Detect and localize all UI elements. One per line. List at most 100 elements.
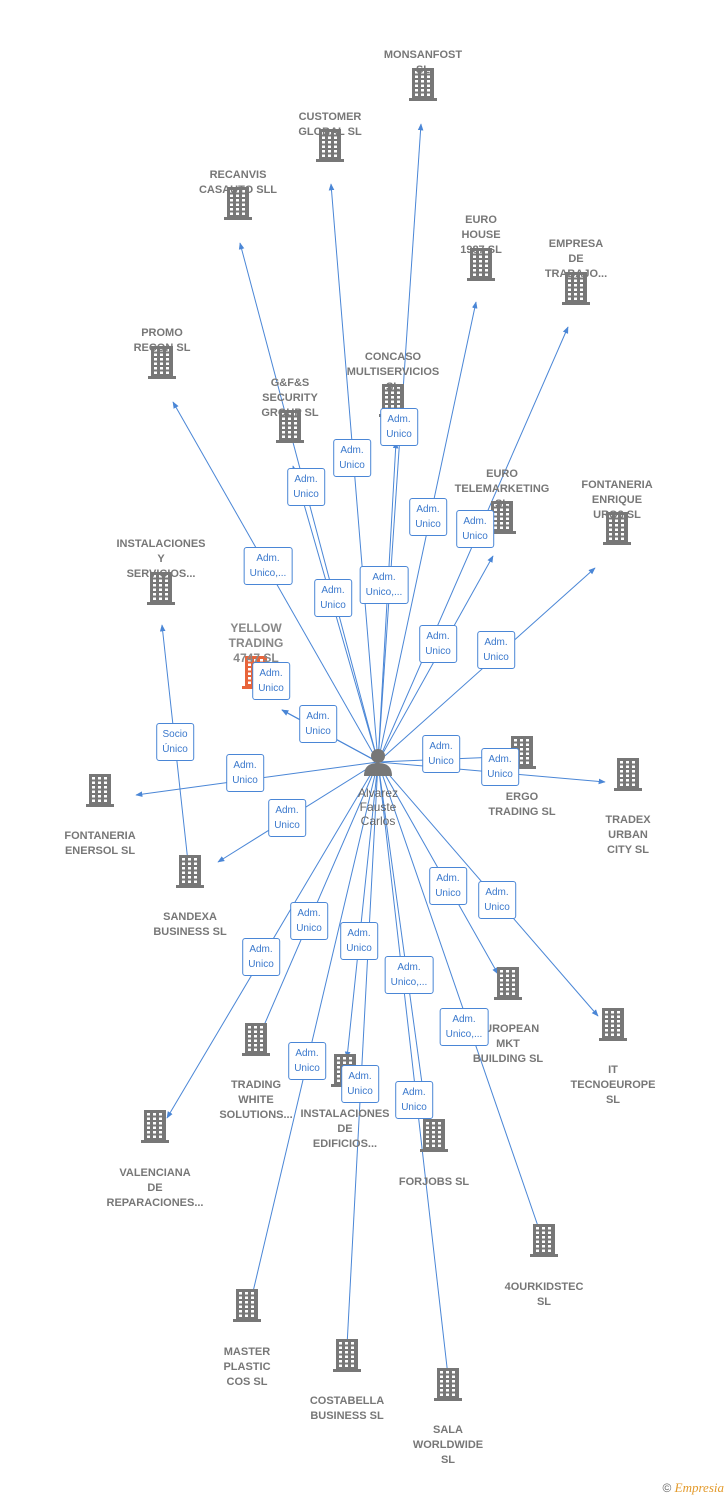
company-node-ergo[interactable]: ERGO TRADING SL	[488, 790, 555, 820]
building-icon[interactable]	[140, 1109, 170, 1148]
company-label[interactable]: IT TECNOEUROPE SL	[570, 1064, 656, 1106]
company-node-master[interactable]: MASTER PLASTIC COS SL	[223, 1345, 270, 1390]
edge-role-label[interactable]: Adm. Unico	[395, 1081, 433, 1119]
edge-role-label[interactable]: Adm. Unico	[288, 1042, 326, 1080]
building-icon[interactable]	[332, 1338, 362, 1377]
building-icon[interactable]	[232, 1288, 262, 1327]
edge-role-label[interactable]: Adm. Unico	[340, 922, 378, 960]
company-label[interactable]: TRADEX URBAN CITY SL	[605, 814, 651, 856]
edge-role-label[interactable]: Adm. Unico	[380, 408, 418, 446]
person-icon[interactable]	[363, 747, 393, 782]
company-node-sala[interactable]: SALA WORLDWIDE SL	[413, 1423, 483, 1468]
company-node-customer[interactable]: CUSTOMER GLOBAL SL	[298, 110, 361, 140]
building-icon[interactable]	[561, 271, 591, 310]
edge-role-label[interactable]: Adm. Unico	[478, 881, 516, 919]
company-node-fontenrique[interactable]: FONTANERIA ENRIQUE URO3 SL	[581, 478, 652, 523]
company-node-tradingwhite[interactable]: TRADING WHITE SOLUTIONS...	[219, 1078, 292, 1123]
building-icon[interactable]	[408, 67, 438, 106]
company-node-concaso[interactable]: CONCASO MULTISERVICIOS SL	[347, 350, 440, 395]
company-node-gfs[interactable]: G&F&S SECURITY GROUP SL	[261, 376, 318, 421]
edge-role-label[interactable]: Adm. Unico	[314, 579, 352, 617]
building-icon[interactable]	[147, 345, 177, 384]
building-icon[interactable]	[223, 186, 253, 225]
building-icon[interactable]	[315, 128, 345, 167]
building-icon[interactable]	[146, 571, 176, 610]
building-icon[interactable]	[241, 1022, 271, 1061]
edge-role-label[interactable]: Socio Único	[156, 723, 194, 761]
edge-role-label[interactable]: Adm. Unico	[287, 468, 325, 506]
building-icon[interactable]	[85, 773, 115, 812]
company-label[interactable]: ERGO TRADING SL	[488, 791, 556, 818]
company-label[interactable]: EURO TELEMARKETING SL	[454, 468, 550, 510]
company-label[interactable]: MONSANFOST SL	[383, 49, 463, 76]
person-name[interactable]: Alvarez Fauste Carlos	[357, 786, 399, 828]
edge-role-label[interactable]: Adm. Unico	[268, 799, 306, 837]
edge-role-label[interactable]: Adm. Unico	[252, 662, 290, 700]
company-node-costabella[interactable]: COSTABELLA BUSINESS SL	[310, 1394, 384, 1424]
company-node-4ourkids[interactable]: 4OURKIDSTEC SL	[505, 1280, 584, 1310]
building-icon[interactable]	[529, 1223, 559, 1262]
company-label[interactable]: FONTANERIA ENERSOL SL	[64, 830, 136, 857]
company-node-yellow[interactable]: YELLOW TRADING 4747 SL	[229, 621, 284, 666]
edge-role-label[interactable]: Adm. Unico,...	[359, 566, 409, 604]
edge-role-label[interactable]: Adm. Unico,...	[384, 956, 434, 994]
company-node-instalaciones[interactable]: INSTALACIONES Y SERVICIOS...	[116, 537, 205, 582]
company-label[interactable]: CUSTOMER GLOBAL SL	[298, 111, 362, 138]
edge-role-label[interactable]: Adm. Unico	[226, 754, 264, 792]
edge-role-label[interactable]: Adm. Unico	[422, 735, 460, 773]
company-node-promo[interactable]: PROMO RECON SL	[134, 326, 191, 356]
company-node-it[interactable]: IT TECNOEUROPE SL	[571, 1063, 656, 1108]
building-icon[interactable]	[466, 247, 496, 286]
company-label[interactable]: G&F&S SECURITY GROUP SL	[261, 377, 319, 419]
edge-role-label[interactable]: Adm. Unico	[290, 902, 328, 940]
company-label[interactable]: EURO HOUSE 1987 SL	[460, 214, 502, 256]
building-icon[interactable]	[602, 511, 632, 550]
building-icon[interactable]	[493, 966, 523, 1005]
company-node-european[interactable]: EUROPEAN MKT BUILDING SL	[473, 1022, 543, 1067]
company-label[interactable]: TRADING WHITE SOLUTIONS...	[219, 1079, 293, 1121]
edge-role-label[interactable]: Adm. Unico	[456, 510, 494, 548]
company-label[interactable]: EUROPEAN MKT BUILDING SL	[472, 1023, 544, 1065]
company-node-monsanfost[interactable]: MONSANFOST SL	[384, 48, 462, 78]
building-icon[interactable]	[175, 854, 205, 893]
company-node-eurotele[interactable]: EURO TELEMARKETING SL	[455, 467, 550, 512]
building-icon[interactable]	[598, 1007, 628, 1046]
building-icon[interactable]	[419, 1118, 449, 1157]
company-label[interactable]: COSTABELLA BUSINESS SL	[309, 1395, 385, 1422]
company-label[interactable]: FORJOBS SL	[398, 1176, 470, 1188]
empresia-logo[interactable]: Empresia	[674, 1480, 724, 1495]
edge-role-label[interactable]: Adm. Unico	[409, 498, 447, 536]
company-node-eurohouse[interactable]: EURO HOUSE 1987 SL	[460, 213, 502, 258]
company-node-empresa[interactable]: EMPRESA DE TRABAJO...	[545, 237, 607, 282]
company-node-forjobs[interactable]: FORJOBS SL	[399, 1175, 469, 1190]
company-node-valenciana[interactable]: VALENCIANA DE REPARACIONES...	[107, 1166, 204, 1211]
company-label[interactable]: INSTALACIONES Y SERVICIOS...	[116, 538, 206, 580]
company-node-sandexa[interactable]: SANDEXA BUSINESS SL	[153, 910, 226, 940]
company-label[interactable]: MASTER PLASTIC COS SL	[223, 1346, 271, 1388]
company-label[interactable]: SANDEXA BUSINESS SL	[153, 911, 227, 938]
company-label[interactable]: FONTANERIA ENRIQUE URO3 SL	[581, 479, 653, 521]
company-label[interactable]: RECANVIS CASAUTO SLL	[198, 169, 278, 196]
company-label[interactable]: PROMO RECON SL	[133, 327, 191, 354]
edge-role-label[interactable]: Adm. Unico,...	[439, 1008, 489, 1046]
company-label[interactable]: EMPRESA DE TRABAJO...	[544, 238, 608, 280]
company-label[interactable]: VALENCIANA DE REPARACIONES...	[106, 1167, 204, 1209]
building-icon[interactable]	[433, 1367, 463, 1406]
building-icon[interactable]	[613, 757, 643, 796]
edge-role-label[interactable]: Adm. Unico	[429, 867, 467, 905]
edge-role-label[interactable]: Adm. Unico	[481, 748, 519, 786]
building-icon[interactable]	[275, 409, 305, 448]
company-node-recanvis[interactable]: RECANVIS CASAUTO SLL	[199, 168, 277, 198]
company-label[interactable]: 4OURKIDSTEC SL	[504, 1281, 584, 1308]
edge-role-label[interactable]: Adm. Unico	[333, 439, 371, 477]
company-node-fontenersol[interactable]: FONTANERIA ENERSOL SL	[64, 829, 135, 859]
building-icon[interactable]	[487, 500, 517, 539]
edge-role-label[interactable]: Adm. Unico	[419, 625, 457, 663]
edge-role-label[interactable]: Adm. Unico	[242, 938, 280, 976]
edge-role-label[interactable]: Adm. Unico	[341, 1065, 379, 1103]
company-label[interactable]: INSTALACIONES DE EDIFICIOS...	[300, 1108, 390, 1150]
edge-role-label[interactable]: Adm. Unico	[477, 631, 515, 669]
company-label[interactable]: SALA WORLDWIDE SL	[412, 1424, 484, 1466]
edge-role-label[interactable]: Adm. Unico	[299, 705, 337, 743]
company-label[interactable]: CONCASO MULTISERVICIOS SL	[346, 351, 440, 393]
